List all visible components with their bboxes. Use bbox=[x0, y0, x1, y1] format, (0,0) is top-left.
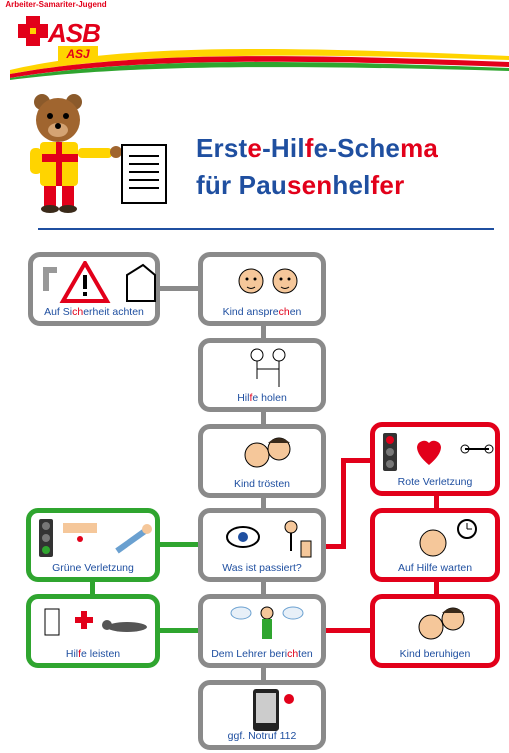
connector-red-wait bbox=[434, 494, 439, 510]
connector-speak-help bbox=[261, 322, 266, 338]
red-injury: Rote Verletzung bbox=[370, 422, 500, 496]
logo-asj-badge: ASJ bbox=[58, 46, 98, 62]
give-help: Hilfe leisten bbox=[26, 594, 160, 668]
people-help-icon bbox=[250, 348, 286, 387]
connector-red-vertical bbox=[341, 458, 346, 549]
logo-asb-text: ASB bbox=[48, 18, 101, 48]
warning-triangle-icon bbox=[43, 261, 156, 303]
green-traffic-light-icon bbox=[39, 519, 152, 557]
connector-safety-speak bbox=[158, 286, 200, 291]
calm-child-label: Kind beruhigen bbox=[399, 648, 471, 660]
red-traffic-light-icon bbox=[383, 433, 494, 471]
give-help-label: Hilfe leisten bbox=[65, 648, 121, 660]
waiting-clock-icon bbox=[419, 519, 477, 557]
red-injury-label: Rote Verletzung bbox=[397, 476, 473, 488]
page-title-line-2: für Pausenhelfer bbox=[196, 170, 405, 200]
connector-what-teacher bbox=[261, 580, 266, 594]
connector-red-top bbox=[341, 458, 371, 463]
first-aid-icon bbox=[44, 608, 147, 636]
asb-logo: Arbeiter-Samariter-Jugend ASB ASJ bbox=[0, 0, 112, 70]
step-tell-teacher: Dem Lehrer berichten bbox=[198, 594, 326, 668]
bear-mascot-icon bbox=[30, 94, 122, 213]
step-speak: Kind ansprechen bbox=[198, 252, 326, 326]
step-safety-label: Auf Sicherheit achten bbox=[44, 306, 144, 318]
calm-child-icon bbox=[418, 607, 465, 640]
step-emergency-call-label: ggf. Notruf 112 bbox=[227, 730, 297, 742]
wait-for-help: Auf Hilfe warten bbox=[370, 508, 500, 582]
green-injury-label: Grüne Verletzung bbox=[52, 562, 134, 574]
connector-comfort-what bbox=[261, 496, 266, 508]
checklist-icon bbox=[121, 144, 167, 204]
step-safety: Auf Sicherheit achten bbox=[28, 252, 160, 326]
connector-help-comfort bbox=[261, 410, 266, 424]
logo-cross-icon bbox=[18, 16, 48, 46]
title-divider bbox=[38, 228, 494, 230]
step-get-help-label: Hilfe holen bbox=[237, 392, 287, 404]
step-emergency-call: ggf. Notruf 112 bbox=[198, 680, 326, 750]
eye-examine-icon bbox=[226, 520, 312, 558]
step-get-help: Hilfe holen bbox=[198, 338, 326, 412]
connector-green-givehelp bbox=[90, 580, 95, 596]
step-what-happened: Was ist passiert? bbox=[198, 508, 326, 582]
connector-wait-calm bbox=[434, 580, 439, 596]
connector-green-what bbox=[158, 542, 200, 547]
connector-teacher-call bbox=[261, 666, 266, 680]
step-comfort-label: Kind trösten bbox=[233, 478, 291, 490]
speaking-faces-icon bbox=[238, 268, 298, 294]
page-title-line-1: Erste-Hilfe-Schema bbox=[196, 133, 439, 163]
connector-teacher-calm bbox=[325, 628, 371, 633]
calm-child: Kind beruhigen bbox=[370, 594, 500, 668]
green-injury: Grüne Verletzung bbox=[26, 508, 160, 582]
comfort-child-icon bbox=[244, 437, 291, 468]
step-comfort: Kind trösten bbox=[198, 424, 326, 498]
connector-givehelp-teacher bbox=[158, 628, 200, 633]
step-tell-teacher-label: Dem Lehrer berichten bbox=[211, 648, 313, 660]
teacher-report-icon bbox=[230, 606, 304, 639]
step-speak-label: Kind ansprechen bbox=[222, 306, 302, 318]
logo-org-line: Arbeiter-Samariter-Jugend bbox=[5, 0, 107, 9]
connector-what-red bbox=[325, 544, 345, 549]
step-what-happened-label: Was ist passiert? bbox=[222, 562, 302, 574]
header-wave bbox=[10, 48, 509, 80]
phone-icon bbox=[253, 689, 294, 731]
wait-for-help-label: Auf Hilfe warten bbox=[397, 562, 473, 574]
